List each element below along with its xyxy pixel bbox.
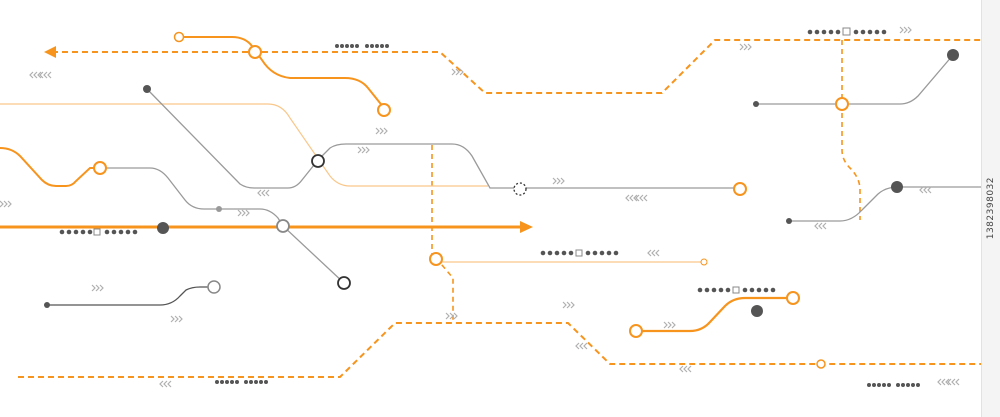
grey-lower-left-trace	[47, 286, 214, 306]
chevron-group-icon	[899, 26, 912, 34]
node-orange-ring	[248, 45, 262, 59]
node-dashed-ring	[513, 182, 527, 196]
dot-row-icon	[540, 249, 619, 257]
dot-row-icon	[335, 44, 389, 48]
node-dark-dot	[44, 302, 50, 308]
chevron-group-icon	[814, 222, 827, 230]
arrow-right-icon	[520, 221, 533, 233]
node-orange-ring	[429, 252, 443, 266]
grey-diagonal-trace	[146, 88, 319, 189]
chevron-group-icon	[947, 378, 960, 386]
bottom-orange-dashed-line	[18, 322, 985, 378]
node-dark-dot	[157, 222, 169, 234]
node-grey-dot	[216, 206, 222, 212]
chevron-group-icon	[647, 249, 660, 257]
chevron-group-icon	[375, 127, 388, 135]
bottom-right-orange-trace	[636, 296, 793, 333]
dot-row-icon	[867, 383, 920, 387]
node-dark-dot	[891, 181, 903, 193]
chevron-group-icon	[170, 315, 183, 323]
watermark-image-id: 1382398032	[986, 177, 996, 240]
top-orange-trace	[179, 36, 385, 109]
grey-right-upper-trace	[756, 54, 954, 105]
node-orange-ring	[786, 291, 800, 305]
node-dark-dot	[143, 85, 151, 93]
node-dark-dot	[753, 101, 759, 107]
chevron-group-icon	[679, 365, 692, 373]
node-dark-dot	[786, 218, 792, 224]
chevron-group-icon	[159, 380, 172, 388]
thin-orange-line-upper	[0, 103, 488, 187]
chevron-group-icon	[635, 194, 648, 202]
chevron-group-icon	[0, 200, 12, 208]
dot-row-icon	[59, 228, 138, 236]
grey-middle-trace	[100, 167, 345, 284]
chevron-group-icon	[919, 186, 932, 194]
node-dark-dot	[947, 49, 959, 61]
chevron-group-icon	[445, 312, 458, 320]
node-grey-ring	[276, 219, 290, 233]
node-orange-ring	[173, 31, 185, 43]
grey-horizontal-trace	[317, 143, 738, 189]
top-orange-dashed-line	[52, 39, 985, 94]
dot-row-icon	[807, 27, 887, 36]
watermark-strip: 1382398032	[981, 0, 1000, 417]
node-grey-ring	[207, 280, 221, 294]
chevron-group-icon	[739, 43, 752, 51]
chevron-group-icon	[451, 68, 464, 76]
node-orange-ring	[700, 258, 708, 266]
arrow-left-icon	[44, 46, 56, 58]
node-dark-ring	[311, 154, 325, 168]
chevron-group-icon	[575, 342, 588, 350]
node-orange-ring	[816, 359, 826, 369]
chevron-group-icon	[237, 209, 250, 217]
node-orange-ring	[629, 324, 643, 338]
chevron-group-icon	[357, 146, 370, 154]
chevron-group-icon	[257, 189, 270, 197]
right-vertical-orange-dashed-branch	[841, 40, 861, 220]
chevron-group-icon	[39, 71, 52, 79]
node-dark-ring	[337, 276, 351, 290]
node-orange-ring	[377, 103, 391, 117]
chevron-group-icon	[562, 301, 575, 309]
vertical-orange-dashed-branch	[431, 145, 454, 323]
dot-row-icon	[697, 286, 776, 294]
chevron-group-icon	[91, 284, 104, 292]
chevron-group-icon	[663, 321, 676, 329]
node-dark-dot	[751, 305, 763, 317]
dot-row-icon	[215, 380, 268, 384]
chevron-group-icon	[552, 177, 565, 185]
node-orange-ring	[733, 182, 747, 196]
node-orange-ring	[93, 161, 107, 175]
left-orange-trace	[0, 147, 100, 187]
node-orange-ring	[835, 97, 849, 111]
